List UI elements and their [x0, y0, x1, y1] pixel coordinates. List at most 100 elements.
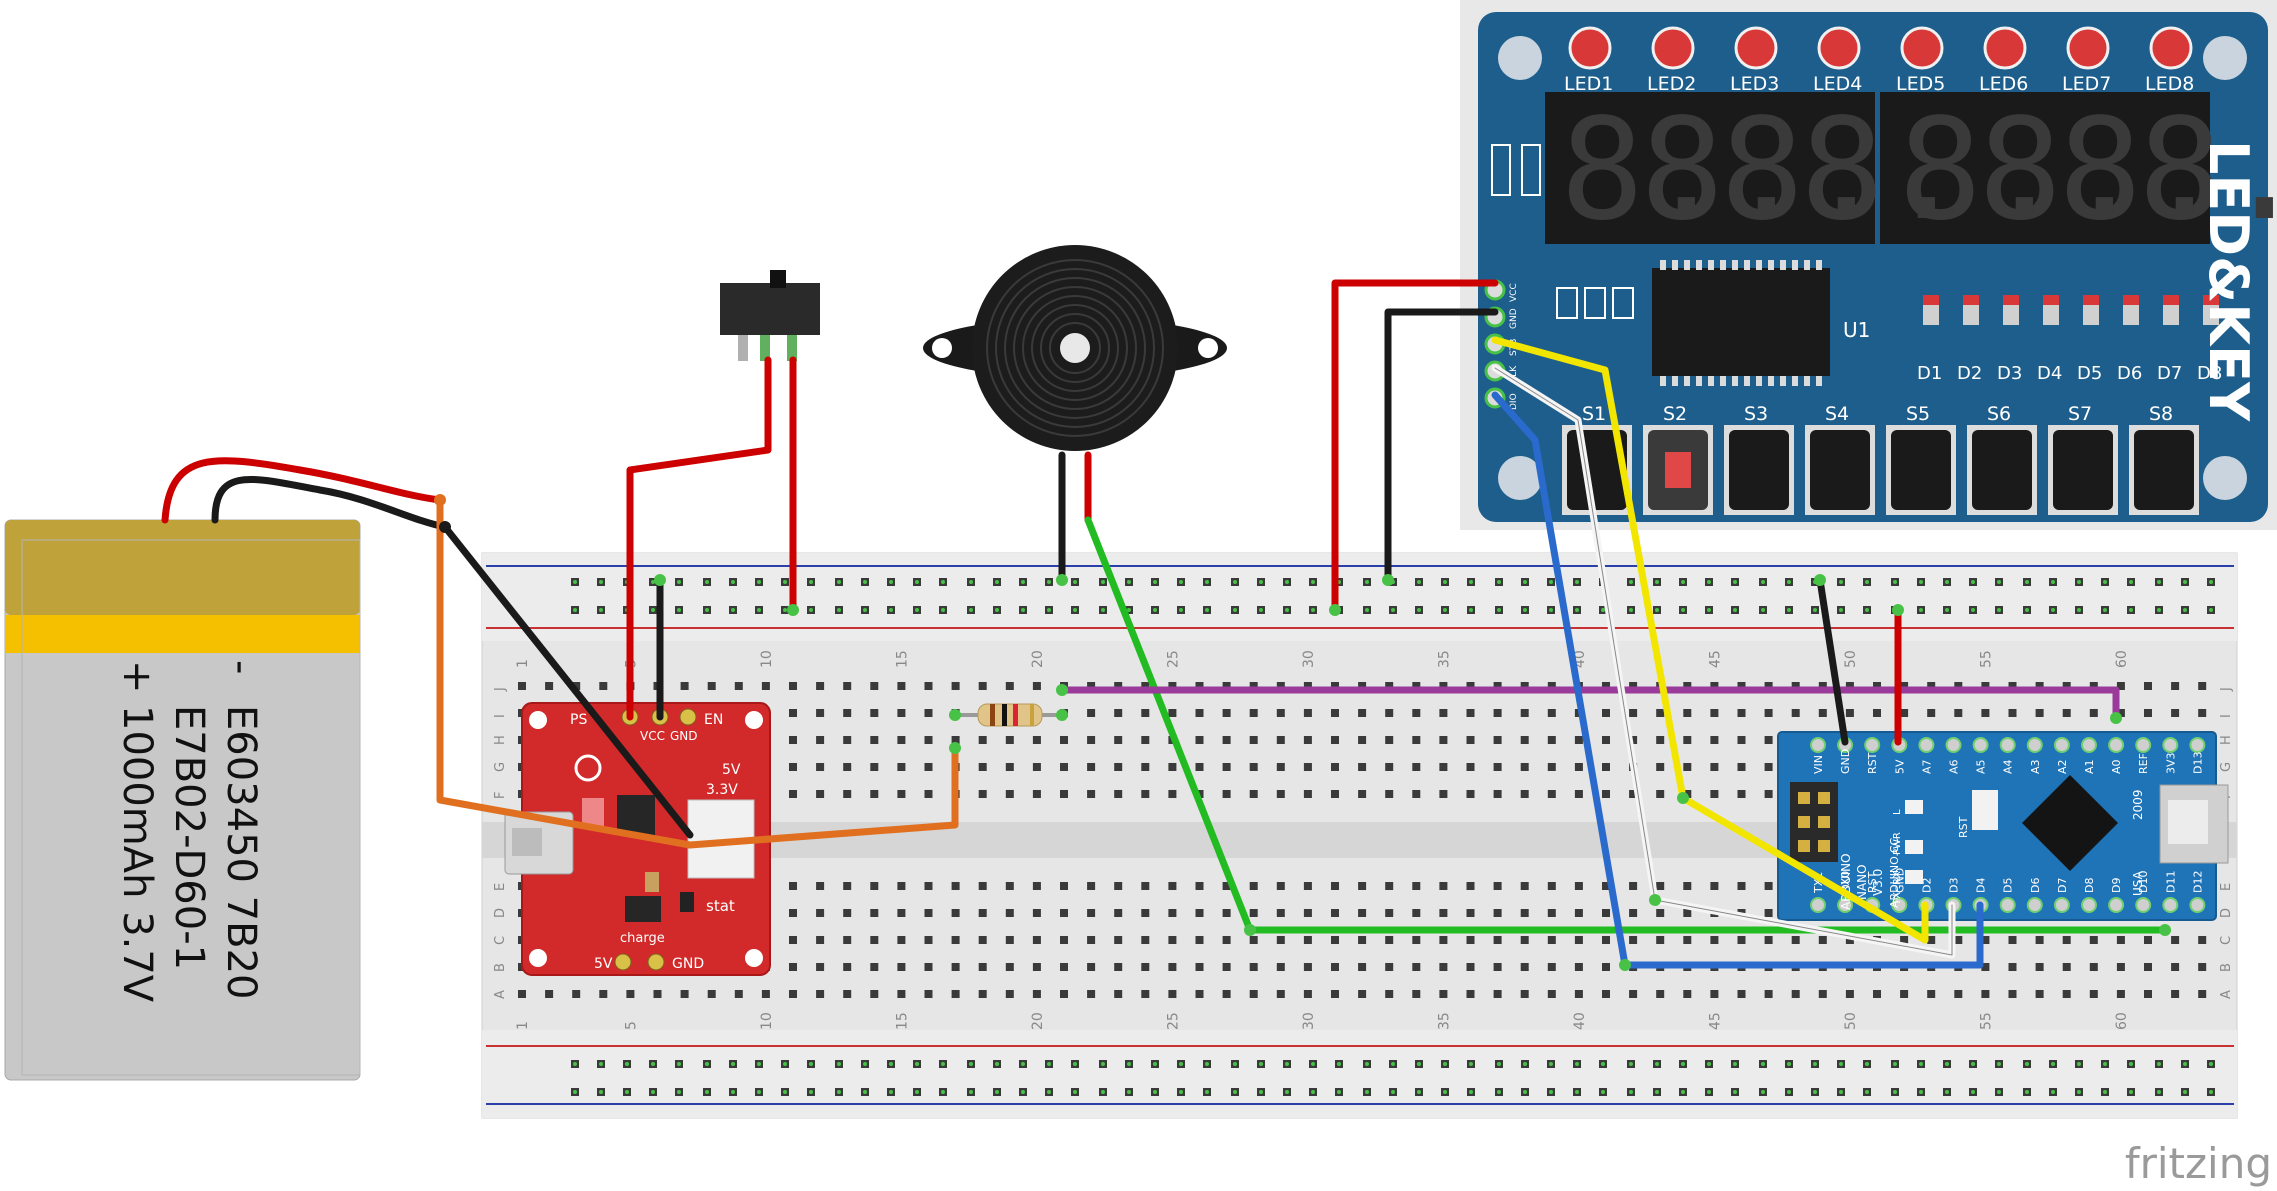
breadboard-hole [1005, 936, 1014, 944]
breadboard-hole [1276, 909, 1285, 917]
column-number-bottom: 25 [1165, 1012, 1181, 1030]
wire-end [1056, 709, 1068, 721]
rail-hole-contact [1073, 1062, 1077, 1066]
breadboard-hole [897, 736, 906, 744]
rail-hole-contact [1443, 580, 1447, 584]
rail-hole-contact [2025, 608, 2029, 612]
rail-hole-contact [2103, 580, 2107, 584]
breadboard-hole [1087, 963, 1096, 971]
rail-hole-contact [1047, 580, 1051, 584]
nano-pin-label: D5 [2002, 878, 2015, 893]
breadboard-hole [1547, 882, 1556, 890]
breadboard-hole [924, 790, 933, 798]
breadboard-hole [2198, 709, 2207, 717]
chip-pin [1768, 260, 1774, 270]
rail-hole-contact [2157, 1062, 2161, 1066]
breadboard-hole [1249, 882, 1258, 890]
breadboard-hole [2116, 963, 2125, 971]
rail-hole-contact [2077, 608, 2081, 612]
nano-led-rx [1905, 870, 1923, 884]
nano-pin [1999, 737, 2016, 753]
rail-hole-contact [1259, 1062, 1263, 1066]
rail-hole-contact [1469, 1062, 1473, 1066]
breadboard-hole [1764, 882, 1773, 890]
breadboard-hole [1276, 882, 1285, 890]
breadboard-hole [1629, 936, 1638, 944]
charger-label-en: EN [704, 712, 723, 728]
breadboard-hole [1222, 709, 1231, 717]
rail-hole-contact [1259, 608, 1263, 612]
breadboard-hole [870, 909, 879, 917]
buzzer-mount-hole [932, 338, 952, 358]
nano-pin [2026, 737, 2043, 753]
breadboard-hole [1358, 709, 1367, 717]
breadboard-hole [870, 963, 879, 971]
breadboard-hole [951, 936, 960, 944]
breadboard-hole [1737, 709, 1746, 717]
breadboard-hole [1222, 790, 1231, 798]
breadboard-hole [2144, 990, 2152, 998]
rail-hole-contact [1787, 608, 1791, 612]
led-label: LED1 [1564, 73, 1613, 95]
rail-hole-contact [1443, 608, 1447, 612]
rail-hole-contact [625, 1062, 629, 1066]
breadboard-hole [1547, 709, 1556, 717]
breadboard-hole [789, 682, 797, 690]
diode-label: D7 [2157, 363, 2182, 384]
battery-minus: - [218, 660, 264, 674]
led-indicator [2149, 26, 2193, 70]
breadboard-hole [761, 682, 770, 690]
breadboard-hole [2198, 682, 2207, 690]
breadboard-hole [816, 763, 825, 771]
rail-hole-contact [995, 1090, 999, 1094]
rail-hole-contact [1259, 1090, 1263, 1094]
nano-pin-label: A5 [1975, 759, 1988, 774]
charger-label-ps: PS [570, 712, 587, 728]
column-number-bottom: 45 [1707, 1012, 1723, 1030]
breadboard-hole [1412, 909, 1421, 917]
rail-hole-contact [1073, 580, 1077, 584]
chip-pin [1696, 376, 1702, 386]
rail-hole-contact [1101, 608, 1105, 612]
rail-hole-contact [1205, 1090, 1209, 1094]
seven-seg-digit: 8. [2058, 89, 2227, 252]
breadboard-hole [1602, 936, 1610, 944]
rail-hole-contact [1575, 1090, 1579, 1094]
breadboard-hole [2035, 682, 2044, 690]
rail-hole-contact [1179, 1062, 1183, 1066]
chip-pin [1684, 376, 1690, 386]
rail-hole-contact [1497, 608, 1501, 612]
rail-hole-contact [915, 580, 919, 584]
breadboard-hole [1764, 936, 1773, 944]
black-wire-ledkey-gnd [1384, 308, 1499, 584]
row-letter: J [493, 687, 508, 692]
breadboard-hole [1303, 736, 1312, 744]
breadboard-hole [1520, 936, 1529, 944]
breadboard-hole [1195, 682, 1204, 690]
led-label: LED8 [2145, 73, 2194, 95]
rail-hole-contact [1787, 1090, 1791, 1094]
breadboard-hole [1493, 882, 1502, 890]
breadboard-hole [1791, 990, 1800, 998]
nano-pin-label: D2 [1920, 878, 1933, 893]
breadboard-hole [1331, 736, 1339, 744]
nano-led-label: RX [1892, 871, 1903, 885]
breadboard-hole [1195, 736, 1204, 744]
rail-hole-contact [2051, 1062, 2055, 1066]
breadboard-hole [978, 909, 987, 917]
column-number-top: 60 [2114, 650, 2130, 668]
rail-hole-contact [837, 608, 841, 612]
rail-hole-contact [1205, 608, 1209, 612]
rail-hole-contact [2183, 1062, 2187, 1066]
resistor-band [1030, 704, 1034, 726]
row-letter: G [2219, 762, 2234, 772]
breadboard-hole [1385, 990, 1394, 998]
breadboard-hole [734, 682, 743, 690]
nano-rst-label: RST [1957, 816, 1970, 838]
breadboard-hole [2144, 963, 2152, 971]
rail-hole-contact [783, 608, 787, 612]
nano-pin [2081, 737, 2097, 753]
charger-mount-hole [529, 711, 547, 729]
